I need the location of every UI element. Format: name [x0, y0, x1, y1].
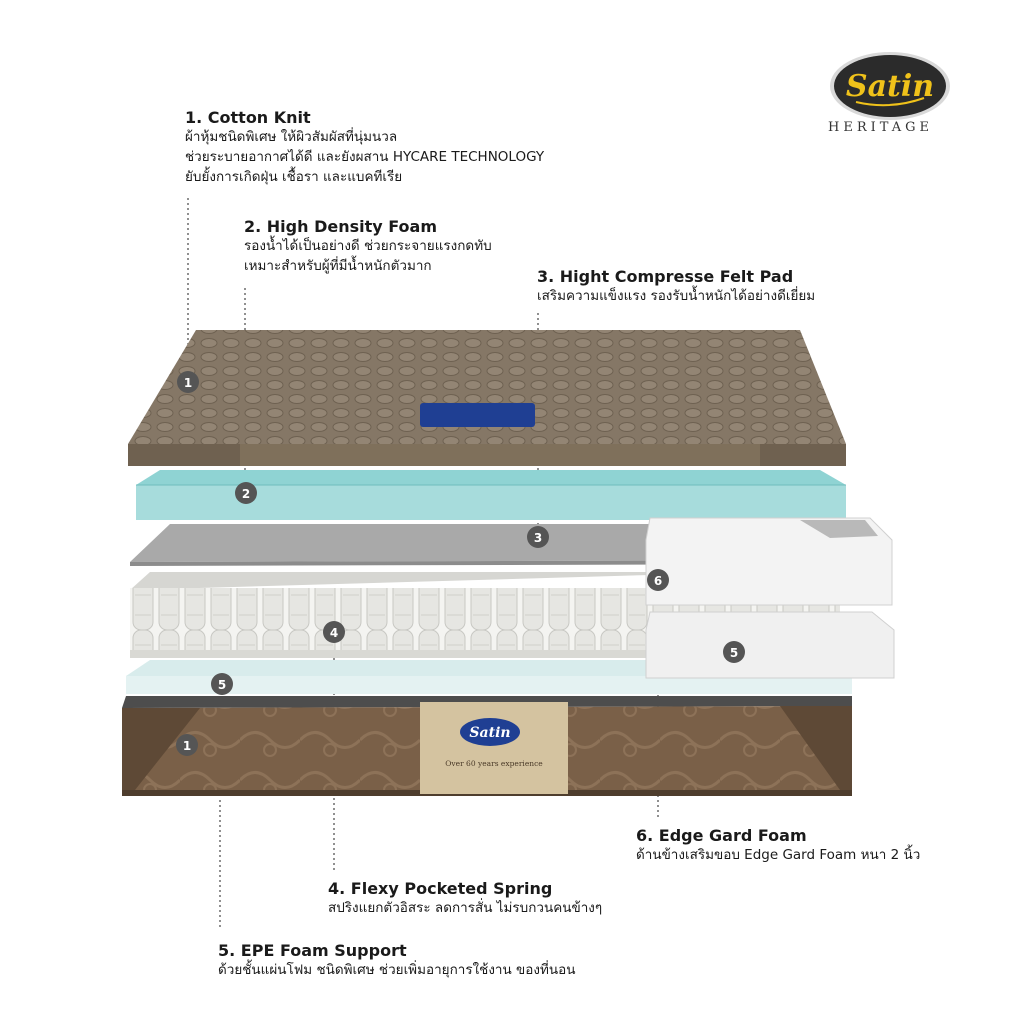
label-pocket-spring: 4. Flexy Pocketed Spring สปริงแยกตัวอิสร… — [328, 879, 602, 918]
label-title: 5. EPE Foam Support — [218, 941, 407, 960]
base-label-panel — [420, 702, 568, 794]
label-line: ด้านข้างเสริมขอบ Edge Gard Foam หนา 2 นิ… — [636, 847, 921, 863]
marker-1-top: 1 — [177, 371, 199, 393]
svg-text:1: 1 — [183, 739, 191, 753]
logo-text: Satin — [846, 69, 934, 104]
marker-2: 2 — [235, 482, 257, 504]
label-line: ยับยั้งการเกิดฝุ่น เชื้อรา และแบคทีเรีย — [185, 169, 403, 185]
cover-label-panel — [420, 403, 535, 427]
base-badge-text: Satin — [469, 725, 510, 741]
marker-5-right: 5 — [723, 641, 745, 663]
label-title: 3. Hight Compresse Felt Pad — [537, 267, 794, 286]
base-badge — [460, 718, 520, 746]
pocket-spring-layer — [130, 572, 840, 658]
mattress-base: Satin Over 60 years experience — [122, 696, 852, 796]
label-line: ผ้าหุ้มชนิดพิเศษ ให้ผิวสัมผัสที่นุ่มนวล — [185, 129, 398, 145]
label-line: ช่วยระบายอากาศได้ดี และยังผสาน HYCARE TE… — [185, 149, 545, 165]
label-line: สปริงแยกตัวอิสระ ลดการสั่น ไม่รบกวนคนข้า… — [328, 900, 603, 916]
svg-text:1: 1 — [184, 376, 192, 390]
label-line: เสริมความแข็งแรง รองรับน้ำหนักได้อย่างดี… — [537, 288, 816, 304]
brand-logo: Satin HERITAGE — [826, 44, 956, 144]
marker-6: 6 — [647, 569, 669, 591]
label-line: รองน้ำได้เป็นอย่างดี ช่วยกระจายแรงกดทับ — [244, 238, 492, 254]
logo-subtitle: HERITAGE — [828, 120, 933, 135]
satin-logo-mark: Satin — [830, 52, 950, 120]
svg-text:3: 3 — [534, 531, 542, 545]
svg-text:5: 5 — [218, 678, 226, 692]
svg-text:2: 2 — [242, 487, 250, 501]
label-edge-gard-foam: 6. Edge Gard Foam ด้านข้างเสริมขอบ Edge … — [636, 826, 920, 865]
label-line: เหมาะสำหรับผู้ที่มีน้ำหนักตัวมาก — [244, 258, 432, 274]
marker-1-base: 1 — [176, 734, 198, 756]
edge-gard-foam-blocks — [645, 517, 895, 679]
label-high-density-foam: 2. High Density Foam รองน้ำได้เป็นอย่างด… — [244, 217, 492, 276]
label-cotton-knit: 1. Cotton Knit ผ้าหุ้มชนิดพิเศษ ให้ผิวสั… — [185, 108, 544, 187]
label-title: 2. High Density Foam — [244, 217, 437, 236]
base-badge-tagline: Over 60 years experience — [445, 759, 543, 768]
label-title: 4. Flexy Pocketed Spring — [328, 879, 553, 898]
svg-text:6: 6 — [654, 574, 662, 588]
marker-3: 3 — [527, 526, 549, 548]
svg-text:4: 4 — [330, 626, 338, 640]
label-line: ด้วยชั้นแผ่นโฟม ชนิดพิเศษ ช่วยเพิ่มอายุก… — [218, 962, 576, 978]
label-title: 1. Cotton Knit — [185, 108, 311, 127]
label-epe-foam: 5. EPE Foam Support ด้วยชั้นแผ่นโฟม ชนิด… — [218, 941, 575, 980]
marker-4: 4 — [323, 621, 345, 643]
label-felt-pad: 3. Hight Compresse Felt Pad เสริมความแข็… — [537, 267, 815, 306]
label-title: 6. Edge Gard Foam — [636, 826, 807, 845]
marker-5-left: 5 — [211, 673, 233, 695]
cotton-knit-layer — [128, 330, 846, 466]
high-density-foam-layer — [136, 470, 846, 520]
svg-text:5: 5 — [730, 646, 738, 660]
